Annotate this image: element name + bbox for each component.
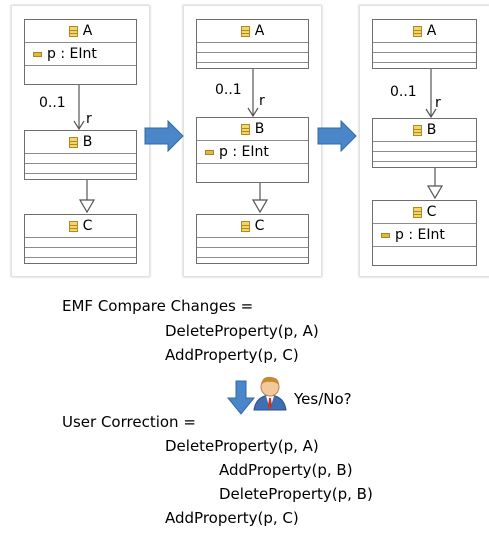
class-name: C — [82, 218, 93, 234]
class-icon — [412, 25, 422, 37]
class-name: B — [82, 134, 93, 150]
class-name: A — [426, 23, 437, 39]
attribute-label: p : EInt — [395, 227, 445, 243]
user-correction-line: DeleteProperty(p, A) — [165, 437, 319, 455]
class-name: B — [254, 121, 265, 137]
inheritance-triangle — [426, 185, 444, 200]
class-name: A — [254, 23, 265, 39]
class-box-a: A — [372, 19, 477, 69]
class-icon — [240, 220, 250, 232]
role-label: r — [435, 95, 441, 111]
user-correction-line: AddProperty(p, B) — [219, 461, 353, 479]
class-name: A — [82, 23, 93, 39]
class-box-b: B — [372, 118, 477, 168]
class-box-b: B p : EInt — [196, 117, 309, 183]
attribute-label: p : EInt — [47, 46, 97, 62]
class-icon — [240, 123, 250, 135]
down-arrow-icon — [226, 380, 256, 415]
user-correction-header: User Correction = — [62, 413, 196, 431]
class-name: B — [426, 122, 437, 138]
attribute-icon — [33, 51, 42, 57]
emf-change-line: AddProperty(p, C) — [165, 346, 299, 364]
class-box-a: A p : EInt — [24, 19, 137, 85]
attribute-icon — [381, 232, 390, 238]
user-correction-line: DeleteProperty(p, B) — [219, 485, 373, 503]
multiplicity-label: 0..1 — [390, 84, 417, 100]
confirmation-prompt: Yes/No? — [294, 390, 352, 408]
class-icon — [68, 25, 78, 37]
emf-changes-header: EMF Compare Changes = — [62, 297, 254, 315]
right-arrow-icon — [317, 119, 357, 153]
reference-arrowhead — [425, 108, 437, 119]
multiplicity-label: 0..1 — [215, 82, 242, 98]
inheritance-triangle — [78, 199, 96, 214]
user-avatar-icon — [253, 376, 287, 411]
class-box-c: C p : EInt — [372, 200, 477, 266]
class-name: C — [426, 204, 437, 220]
class-icon — [412, 124, 422, 136]
right-arrow-icon — [144, 119, 184, 153]
class-box-c: C — [196, 214, 309, 264]
class-icon — [68, 220, 78, 232]
multiplicity-label: 0..1 — [39, 95, 66, 111]
class-icon — [412, 206, 422, 218]
class-box-b: B — [24, 130, 137, 180]
inheritance-triangle — [251, 199, 269, 214]
class-box-a: A — [196, 19, 309, 69]
reference-arrowhead — [73, 120, 85, 131]
emf-change-line: DeleteProperty(p, A) — [165, 322, 319, 340]
class-name: C — [254, 218, 265, 234]
class-icon — [68, 136, 78, 148]
reference-arrowhead — [247, 107, 259, 118]
role-label: r — [86, 111, 92, 127]
role-label: r — [259, 93, 265, 109]
class-icon — [240, 25, 250, 37]
class-box-c: C — [24, 214, 137, 264]
attribute-label: p : EInt — [219, 144, 269, 160]
attribute-icon — [205, 149, 214, 155]
user-correction-line: AddProperty(p, C) — [165, 509, 299, 527]
